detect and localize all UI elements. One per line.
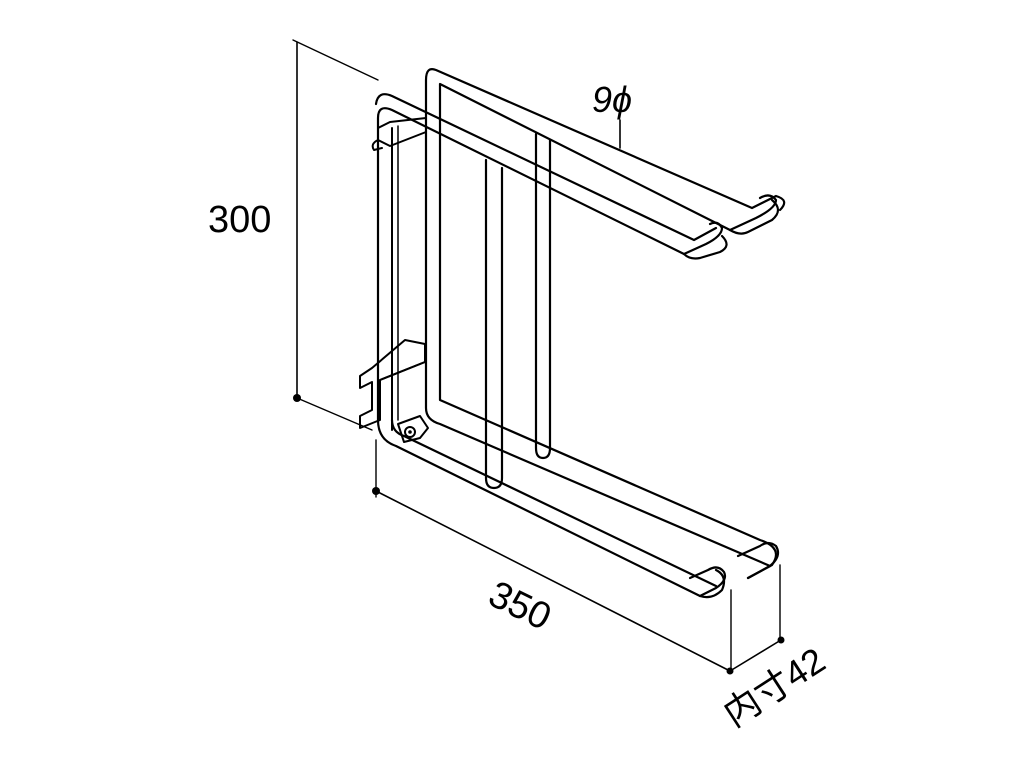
vertical-rod-rear bbox=[534, 132, 552, 460]
top-hook bbox=[371, 139, 383, 151]
front-loop-outer bbox=[376, 107, 728, 599]
width-dimension-dot bbox=[372, 487, 380, 495]
bracket-clip bbox=[397, 415, 429, 443]
rod-diameter-label: 9ϕ bbox=[592, 79, 632, 120]
wall-bracket bbox=[359, 117, 429, 443]
rod-diameter-callout: 9ϕ bbox=[592, 79, 632, 149]
front-loop-inner bbox=[374, 93, 718, 242]
screw-center bbox=[408, 430, 412, 434]
hook-tip-bottom-rear bbox=[736, 541, 780, 580]
height-dimension-dot bbox=[293, 394, 301, 402]
front-loop-bottom bbox=[390, 418, 718, 588]
hook-tip-top-front bbox=[682, 221, 724, 256]
inner-depth-dimension: 内寸42 bbox=[716, 564, 832, 735]
width-label: 350 bbox=[482, 573, 557, 639]
inner-depth-label: 内寸42 bbox=[716, 639, 832, 734]
bracket-edge bbox=[379, 361, 426, 381]
hook-tips bbox=[682, 194, 780, 598]
height-label: 300 bbox=[208, 199, 271, 241]
height-dimension: 300 bbox=[208, 39, 379, 431]
depth-dimension-dot-back bbox=[777, 636, 785, 644]
width-dimension: 350 bbox=[372, 439, 731, 672]
front-wire-loop bbox=[374, 93, 728, 599]
width-dimension-line bbox=[375, 490, 731, 672]
rear-loop-inner bbox=[424, 68, 786, 568]
depth-dimension-dot-front bbox=[726, 667, 734, 675]
depth-dimension-line bbox=[729, 639, 782, 672]
vertical-rods bbox=[484, 132, 552, 490]
height-extension-top bbox=[292, 39, 379, 81]
rear-loop-outer bbox=[438, 82, 780, 580]
rear-wire-loop bbox=[424, 68, 786, 580]
hook-tip-top-rear bbox=[728, 194, 778, 232]
vertical-rod-front bbox=[484, 158, 504, 490]
hook-tip-bottom-front bbox=[688, 566, 727, 598]
